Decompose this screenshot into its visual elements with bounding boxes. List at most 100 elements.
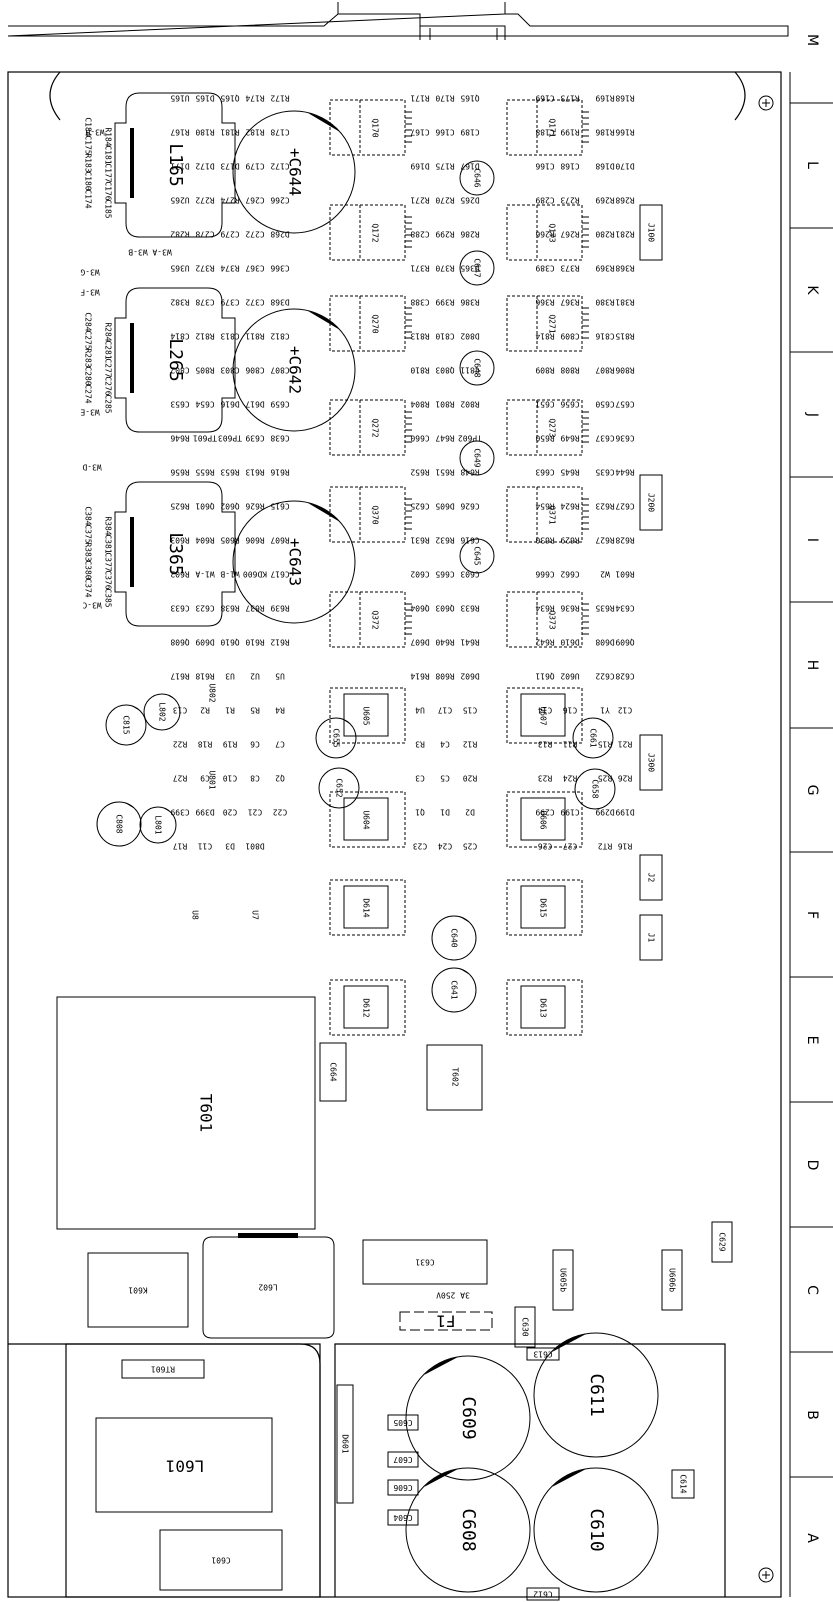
electrolytic-polarity <box>130 705 140 711</box>
tiny-label: R805 <box>195 366 214 375</box>
tiny-label: C17 <box>438 706 453 715</box>
connector-outline <box>639 734 663 791</box>
small-part-label: C614 <box>679 1474 688 1493</box>
tiny-label: R2 <box>200 706 210 715</box>
transistor-label: Q170 <box>371 118 380 137</box>
tiny-label: R173 <box>560 94 579 103</box>
inductor-label: L165 <box>165 143 186 186</box>
tiny-label: C12 <box>618 706 633 715</box>
tiny-label: R380 <box>595 298 614 307</box>
small-cap-label: C276 <box>104 376 113 395</box>
tiny-label: R15 <box>598 740 613 749</box>
connector-label: J100 <box>647 223 656 242</box>
transistor-label: Q270 <box>371 314 380 333</box>
small-cap-label: C174 <box>84 189 93 208</box>
tiny-label: C8 <box>250 774 260 783</box>
tiny-label: R623 <box>595 502 614 511</box>
tiny-label: C634 <box>615 604 634 613</box>
tiny-label: D605 <box>435 502 454 511</box>
tiny-label: D167 <box>460 162 479 171</box>
zone-letter: J <box>804 412 820 417</box>
small-part-outline <box>671 1469 695 1499</box>
tiny-label: R381 <box>615 298 634 307</box>
tiny-label: C5 <box>440 774 450 783</box>
tiny-label: R635 <box>595 604 614 613</box>
tiny-label: R654 <box>535 502 554 511</box>
tiny-label: R373 <box>560 264 579 273</box>
tiny-label: C816 <box>595 332 614 341</box>
tiny-label: Q610 <box>220 638 239 647</box>
tiny-label: R3 <box>415 740 425 749</box>
pad-label: W3-E <box>80 408 99 417</box>
tiny-label: R810 <box>410 366 429 375</box>
tiny-label: C15 <box>463 706 478 715</box>
tiny-label: R651 <box>435 468 454 477</box>
inductor-outline <box>95 1417 273 1513</box>
transistor-label: Q372 <box>371 610 380 629</box>
tiny-label: R813 <box>410 332 429 341</box>
component-label: C601 <box>211 1556 230 1565</box>
transistor-label: Q373 <box>548 610 557 629</box>
tiny-label: C379 <box>220 298 239 307</box>
tiny-label: R19 <box>223 740 238 749</box>
inductor-label: L365 <box>165 532 186 575</box>
small-part-outline <box>526 1347 560 1361</box>
psu-capacitor-outline <box>533 1467 659 1593</box>
psu-capacitor-label: C611 <box>586 1373 607 1416</box>
small-cap-label: C380 <box>84 560 93 579</box>
tiny-label: D607 <box>410 638 429 647</box>
mid-capacitor-outline <box>459 350 495 386</box>
tiny-label: Q602 <box>220 502 239 511</box>
tiny-label: R605 <box>220 536 239 545</box>
tiny-label: C166 <box>435 128 454 137</box>
tiny-label: C636 <box>615 434 634 443</box>
tiny-label: R814 <box>535 332 554 341</box>
mounting-holes <box>758 95 774 1583</box>
ic-body <box>343 693 389 737</box>
tiny-label: R369 <box>595 264 614 273</box>
tiny-label: R272 <box>195 196 214 205</box>
tiny-label: D365 <box>460 264 479 273</box>
tiny-label: R634 <box>535 604 554 613</box>
tiny-label: C389 <box>535 264 554 273</box>
transistor-outline <box>506 204 583 261</box>
inductor-bar <box>130 517 134 587</box>
tiny-label: C639 <box>245 434 264 443</box>
ic-body <box>343 797 389 841</box>
tiny-label: C399 <box>170 808 189 817</box>
tiny-label: R610 <box>245 638 264 647</box>
tiny-label: R607 <box>270 536 289 545</box>
pad-label: W3-D <box>82 463 101 472</box>
tiny-label: D165 <box>195 94 214 103</box>
tiny-label: R170 <box>435 94 454 103</box>
tiny-label: TP603 <box>218 434 242 443</box>
tiny-label: U602 <box>560 672 579 681</box>
tiny-label: R650 <box>535 434 554 443</box>
component-label: D601 <box>341 1434 350 1453</box>
tiny-label: C628 <box>615 672 634 681</box>
tiny-label: C666 <box>535 570 554 579</box>
tiny-label: R21 <box>618 740 633 749</box>
tiny-label: R644 <box>615 468 634 477</box>
left-small-components: C184C175R183C180C174R184C181C177C176C185… <box>84 117 113 607</box>
tiny-label: R637 <box>245 604 264 613</box>
tiny-label: Q1 <box>415 808 425 817</box>
transistor-outline <box>329 204 406 261</box>
zone-letter: K <box>804 285 820 295</box>
connector-outline <box>639 914 663 961</box>
tiny-label: C625 <box>410 502 429 511</box>
tiny-label: Q604 <box>410 604 429 613</box>
tiny-label: C188 <box>535 128 554 137</box>
tiny-label: R269 <box>595 196 614 205</box>
tiny-label: C16 <box>563 706 578 715</box>
zone-scale <box>789 72 833 1597</box>
tiny-label: C169 <box>535 94 554 103</box>
diode-body <box>520 985 566 1029</box>
tiny-label: R626 <box>245 502 264 511</box>
tiny-label: C168 <box>560 162 579 171</box>
zone-letter: M <box>804 34 820 46</box>
tiny-label: D608 <box>595 638 614 647</box>
tiny-label: C6 <box>250 740 260 749</box>
